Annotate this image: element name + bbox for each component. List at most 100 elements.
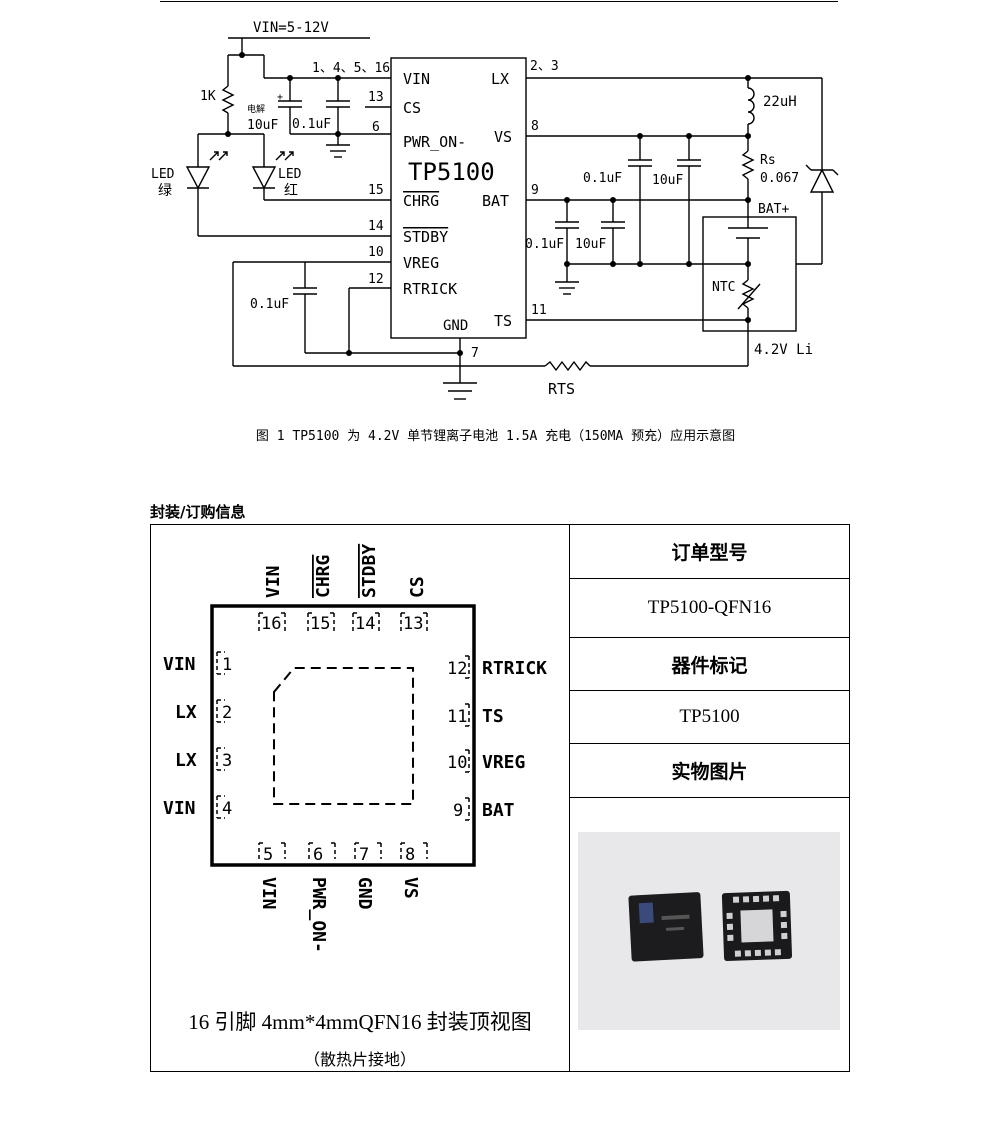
- gnd-pin-number: 7: [471, 346, 479, 361]
- ic-pin-cs: CS: [403, 99, 421, 117]
- ic-pin-bat: BAT: [482, 192, 509, 210]
- svg-text:16: 16: [261, 614, 281, 634]
- qfn16-top-view: VIN 16 CHRG 15 STDBY 14 CS 13: [163, 544, 547, 953]
- pin-num-rtrick: 12: [368, 272, 384, 287]
- electrolytic-tag: 电解: [247, 103, 265, 115]
- top-pin-15: CHRG 15: [307, 555, 335, 634]
- svg-text:1: 1: [222, 655, 232, 675]
- vin-pin-numbers: 1、4、5、16: [312, 61, 390, 76]
- bottom-pin-8: 8 VS: [400, 842, 428, 899]
- application-schematic: VIN=5-12V 1、4、5、16 2、3 VIN LX 13 CS 6 PW…: [151, 20, 839, 400]
- ic-pin-lx: LX: [491, 70, 509, 88]
- bottom-pins: 5 VIN 6 PWR_ON- 7 GND 8 VS: [258, 842, 428, 953]
- svg-text:4: 4: [222, 799, 232, 819]
- right-pin-10: 10 VREG: [447, 749, 525, 773]
- svg-text:15: 15: [310, 614, 330, 634]
- svg-text:VREG: VREG: [482, 752, 525, 773]
- bottom-pin-7: 7 GND: [354, 842, 382, 910]
- rts-label: RTS: [548, 380, 575, 398]
- order-model-header: 订单型号: [570, 525, 849, 579]
- ic-pin-pwr-on: PWR_ON-: [403, 133, 466, 151]
- package-subcaption: （散热片接地）: [303, 1050, 416, 1069]
- svg-text:12: 12: [447, 659, 467, 679]
- ic-pin-vs: VS: [494, 128, 512, 146]
- led-red-color: 红: [284, 183, 298, 199]
- ic-body: [390, 57, 527, 339]
- r1k-label: 1K: [200, 89, 216, 104]
- ic-gnd: GND: [443, 318, 468, 334]
- top-pin-13: CS 13: [400, 576, 428, 634]
- right-pin-9: 9 BAT: [453, 797, 515, 821]
- svg-text:GND: GND: [354, 877, 375, 910]
- marking-value: TP5100: [570, 691, 849, 744]
- pin-num-vreg: 10: [368, 245, 384, 260]
- left-pin-4: VIN 4: [163, 795, 232, 819]
- cap-electrolytic-label: 10uF: [247, 118, 278, 133]
- svg-text:PWR_ON-: PWR_ON-: [308, 877, 329, 953]
- svg-text:5: 5: [263, 845, 273, 865]
- svg-text:BAT: BAT: [482, 800, 515, 821]
- svg-text:9: 9: [453, 801, 463, 821]
- left-pin-2: LX 2: [175, 699, 232, 723]
- battery-label: 4.2V Li: [754, 342, 813, 358]
- package-diagram-cell: VIN 16 CHRG 15 STDBY 14 CS 13: [151, 525, 570, 1071]
- svg-text:VS: VS: [400, 877, 421, 899]
- pin-num-vs: 8: [531, 119, 539, 134]
- top-pins: VIN 16 CHRG 15 STDBY 14 CS 13: [258, 544, 428, 634]
- bat-plus-label: BAT+: [758, 202, 789, 217]
- svg-text:3: 3: [222, 751, 232, 771]
- svg-text:VIN: VIN: [163, 654, 196, 675]
- led-green-color: 绿: [158, 183, 172, 199]
- svg-text:TS: TS: [482, 706, 504, 727]
- section-heading: 封装/订购信息: [150, 503, 246, 521]
- svg-text:14: 14: [355, 614, 375, 634]
- svg-text:13: 13: [403, 614, 423, 634]
- pin-num-pwr-on: 6: [372, 120, 380, 135]
- pin-num-ts: 11: [531, 303, 547, 318]
- left-pin-1: VIN 1: [163, 651, 232, 675]
- right-pin-11: 11 TS: [447, 703, 504, 727]
- svg-text:LX: LX: [175, 702, 197, 723]
- exposed-pad: [273, 667, 414, 805]
- svg-text:STDBY: STDBY: [359, 544, 380, 598]
- package-caption: 16 引脚 4mm*4mmQFN16 封装顶视图: [188, 1010, 532, 1034]
- rs-value: 0.067: [760, 171, 799, 186]
- pin-num-chrg: 15: [368, 183, 384, 198]
- ic-pin-vreg: VREG: [403, 254, 439, 272]
- svg-text:VIN: VIN: [163, 798, 196, 819]
- left-pins: VIN 1 LX 2 LX 3 VIN 4: [163, 651, 232, 819]
- svg-text:CS: CS: [407, 576, 428, 598]
- bottom-pin-5: 5 VIN: [258, 842, 286, 910]
- top-rule: [160, 1, 838, 2]
- svg-text:RTRICK: RTRICK: [482, 658, 547, 679]
- cap-input-label: 0.1uF: [292, 117, 331, 132]
- marking-header: 器件标记: [570, 638, 849, 691]
- svg-text:CHRG: CHRG: [313, 555, 334, 598]
- svg-text:11: 11: [447, 707, 467, 727]
- photo-header: 实物图片: [570, 744, 849, 798]
- svg-text:7: 7: [359, 845, 369, 865]
- pin-num-bat: 9: [531, 183, 539, 198]
- ic-pin-vin: VIN: [403, 70, 430, 88]
- package-outline: [210, 604, 476, 867]
- svg-text:6: 6: [313, 845, 323, 865]
- top-pin-16: VIN 16: [258, 565, 286, 634]
- order-info-column: 订单型号 TP5100-QFN16 器件标记 TP5100 实物图片: [570, 525, 849, 1071]
- vin-label: VIN=5-12V: [253, 20, 329, 36]
- top-pin-14: STDBY 14: [352, 544, 380, 634]
- inductor-label: 22uH: [763, 94, 797, 110]
- order-model-value: TP5100-QFN16: [570, 579, 849, 638]
- ic-pin-rtrick: RTRICK: [403, 280, 457, 298]
- bat-cap2-label: 10uF: [575, 237, 606, 252]
- right-pin-12: 12 RTRICK: [447, 655, 547, 679]
- bottom-pin-6: 6 PWR_ON-: [308, 842, 336, 953]
- chip-photo-illustration: [578, 832, 840, 1030]
- svg-text:8: 8: [405, 845, 415, 865]
- ic-name: TP5100: [408, 158, 495, 186]
- bat-cap1-label: 0.1uF: [525, 237, 564, 252]
- ic-pin-stdby: STDBY: [403, 228, 448, 246]
- product-photo: [578, 832, 840, 1030]
- svg-text:VIN: VIN: [263, 565, 284, 598]
- ic-pin-chrg: CHRG: [403, 192, 439, 210]
- led-red-label: LED: [278, 167, 302, 182]
